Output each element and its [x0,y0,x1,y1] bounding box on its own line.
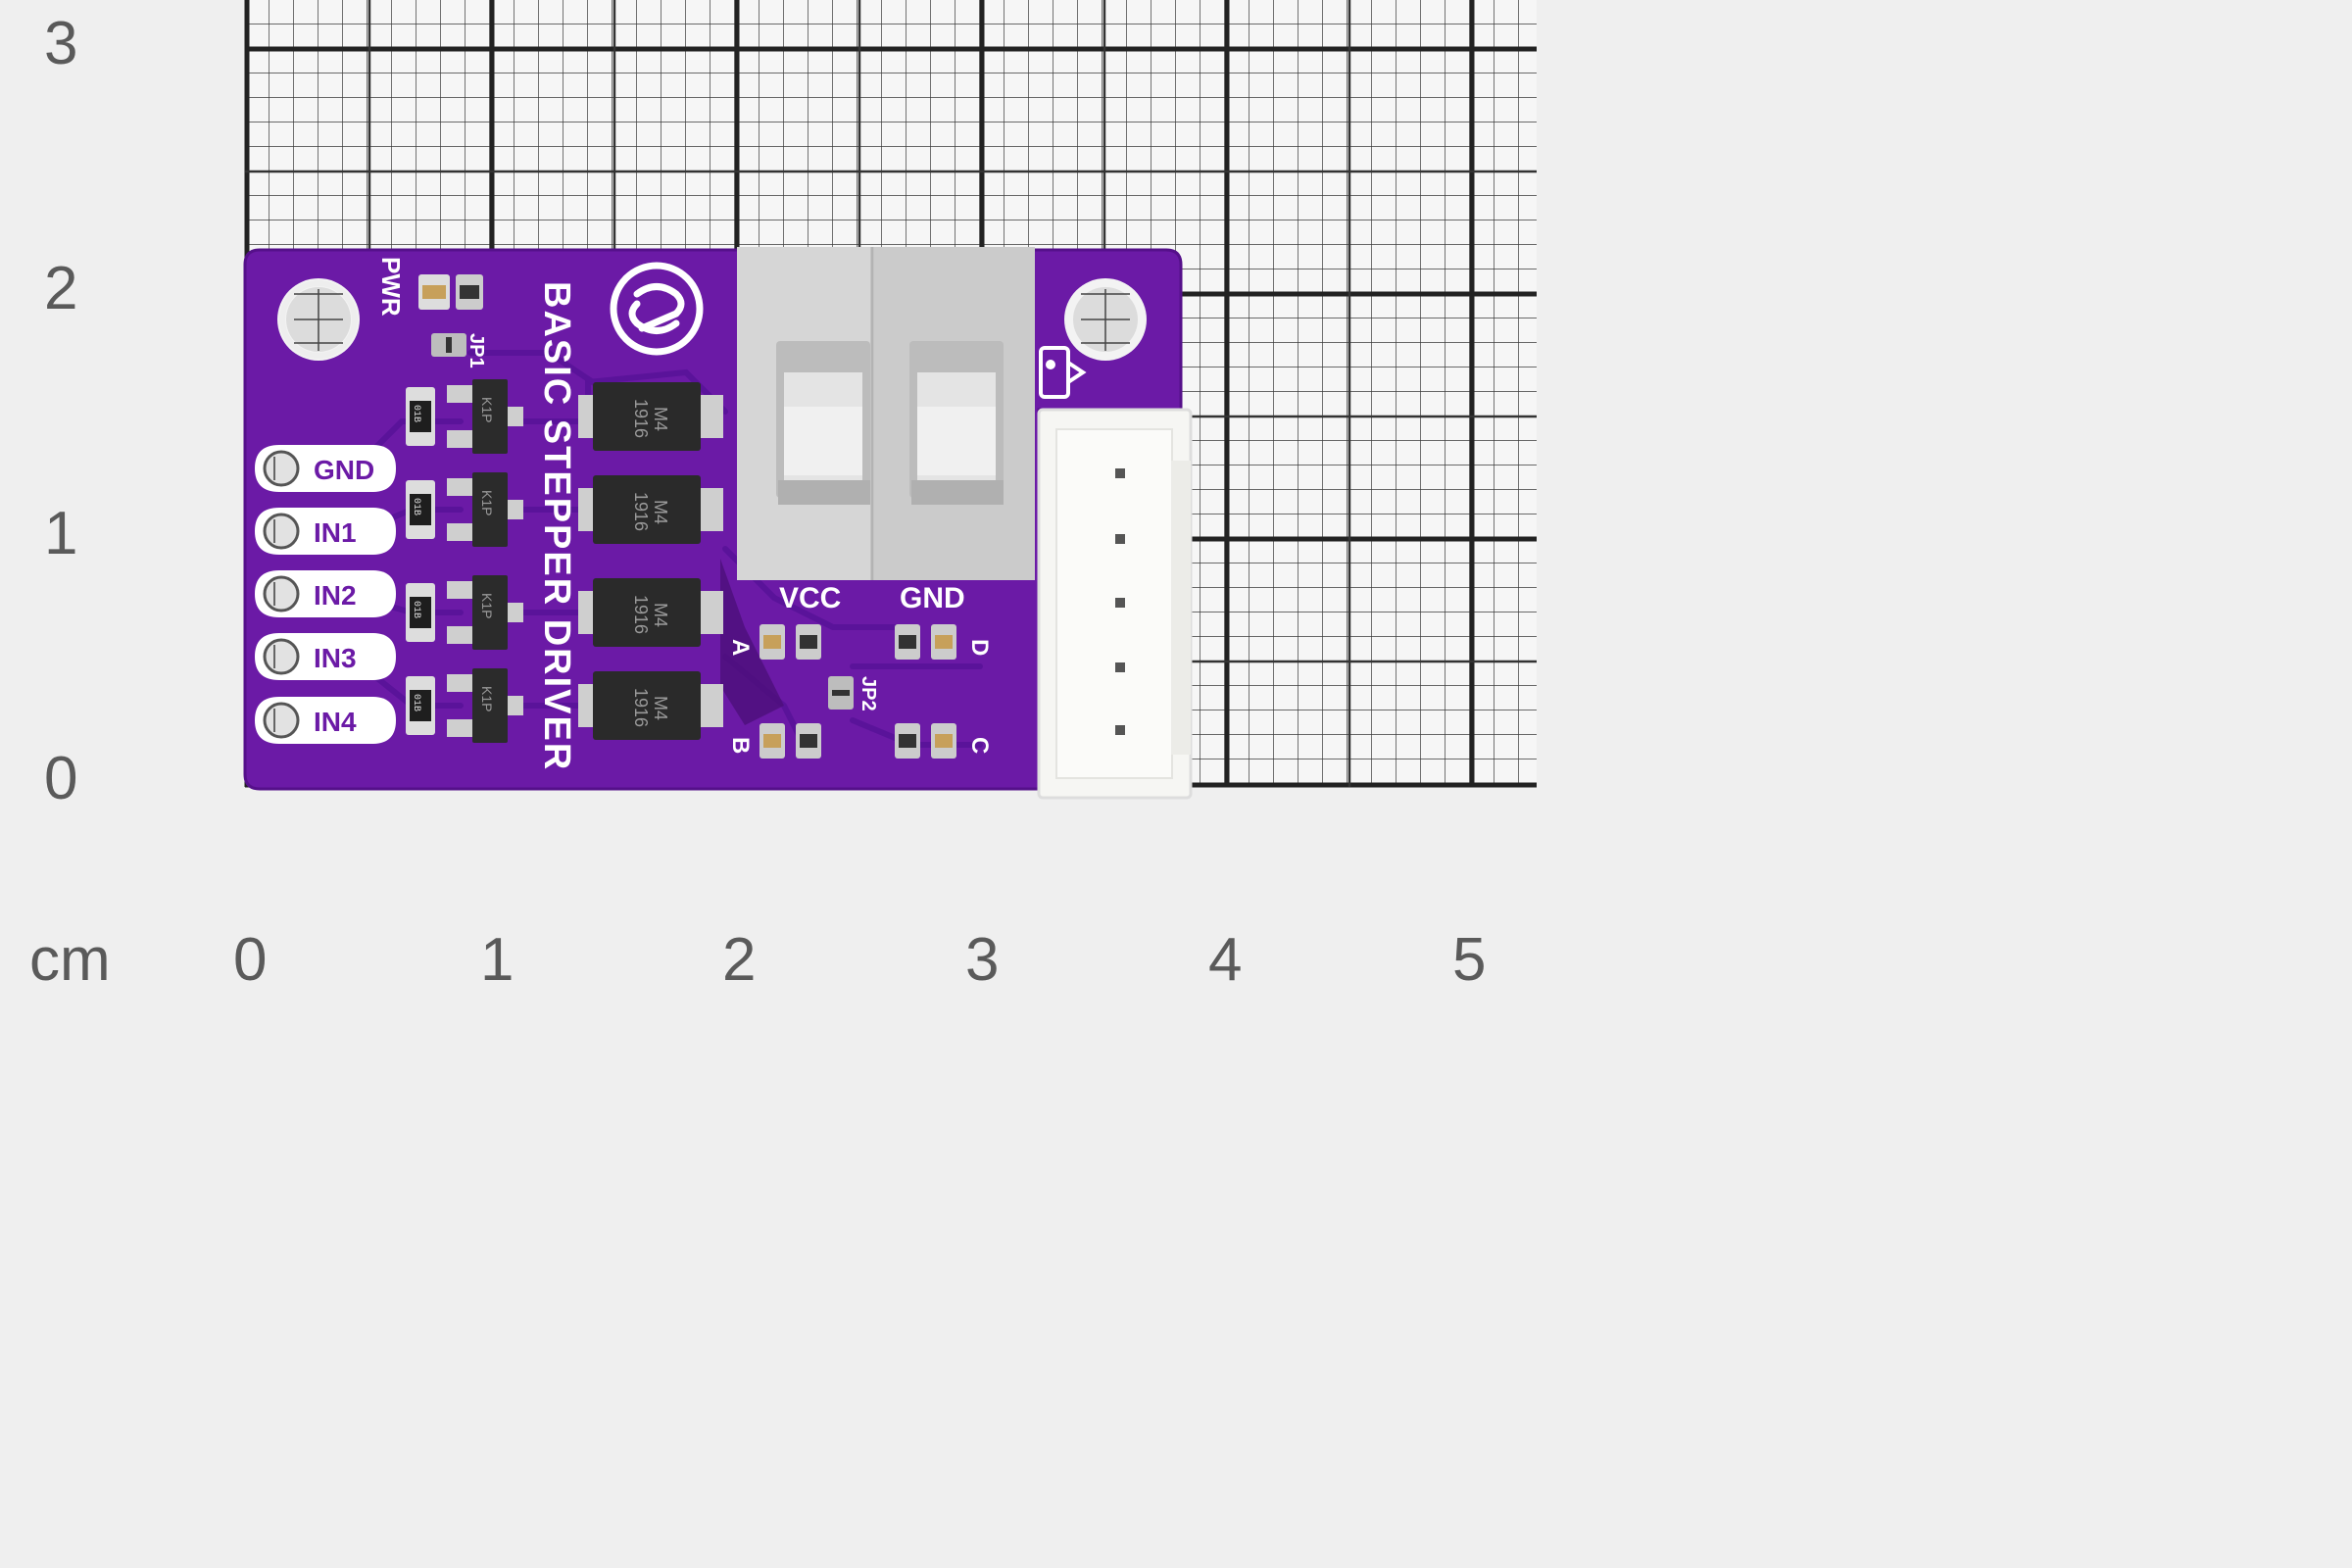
jumper-jp2 [828,676,854,710]
pin-in4: IN4 [255,697,396,744]
coil-a-label: A [727,639,754,656]
resistor-marking: 01B [411,405,421,422]
diode-marking: 1916 [631,688,651,727]
diode-marking: 1916 [631,492,651,531]
pin-label: IN1 [314,517,357,548]
resistor: 01B [406,480,435,539]
diode-marking-2: M4 [651,500,670,524]
transistor: K1P [447,575,523,650]
scale-axis: cm 0 1 2 3 4 5 0 1 2 3 [29,10,1486,994]
resistor: 01B [406,676,435,735]
product-photo: PWR JP1 BASIC STEPPER DRIVER VCC GND A B… [29,0,1537,994]
resistor: 01B [406,583,435,642]
pin-in1: IN1 [255,508,396,555]
y-tick-0: 0 [44,745,77,812]
terminal-screw-2 [909,341,1004,505]
transistor-marking: K1P [479,686,495,711]
jp2-label: JP2 [858,676,879,711]
diode-marking-2: M4 [651,603,670,627]
mounting-hole-left [277,278,360,361]
pin-gnd: GND [255,445,396,492]
jst-connector [1037,408,1193,800]
x-tick-2: 2 [722,926,756,994]
gnd-label: GND [900,582,965,614]
mounting-hole-right [1064,278,1147,361]
jp1-label: JP1 [466,333,487,368]
resistor-marking: 01B [411,694,421,711]
unit-label: cm [29,926,111,994]
coil-b-label: B [727,737,754,754]
x-tick-1: 1 [480,926,514,994]
coil-c-label: C [966,737,993,754]
y-tick-3: 3 [44,10,77,77]
vcc-label: VCC [779,582,841,614]
pin-label: GND [314,455,374,485]
resistor-marking: 01B [411,498,421,515]
x-tick-5: 5 [1452,926,1486,994]
resistor: 01B [406,387,435,446]
terminal-block [737,247,1035,580]
coil-d-label: D [966,639,993,656]
x-tick-0: 0 [233,926,267,994]
resistor-marking: 01B [411,601,421,618]
coil-leds [760,624,956,759]
pin-label: IN2 [314,580,357,611]
y-tick-2: 2 [44,255,77,322]
diode-marking: 1916 [631,399,651,438]
transistor-marking: K1P [479,593,495,618]
board-title: BASIC STEPPER DRIVER [536,281,577,771]
x-tick-4: 4 [1208,926,1242,994]
pin-in2: IN2 [255,570,396,617]
transistor-marking: K1P [479,397,495,422]
pwr-label: PWR [376,257,406,317]
diode-marking-2: M4 [651,696,670,720]
x-tick-3: 3 [965,926,999,994]
jumper-jp1 [431,333,466,357]
transistor: K1P [447,379,523,454]
robot-icon [1039,346,1087,399]
diode-marking: 1916 [631,595,651,634]
brand-logo-icon [610,262,704,356]
transistor-marking: K1P [479,490,495,515]
y-tick-1: 1 [44,500,77,567]
pin-label: IN3 [314,643,357,673]
pin-in3: IN3 [255,633,396,680]
terminal-screw-1 [776,341,870,505]
transistor: K1P [447,472,523,547]
diode-marking-2: M4 [651,407,670,431]
pwr-led [418,274,483,310]
pin-label: IN4 [314,707,357,737]
transistor: K1P [447,668,523,743]
